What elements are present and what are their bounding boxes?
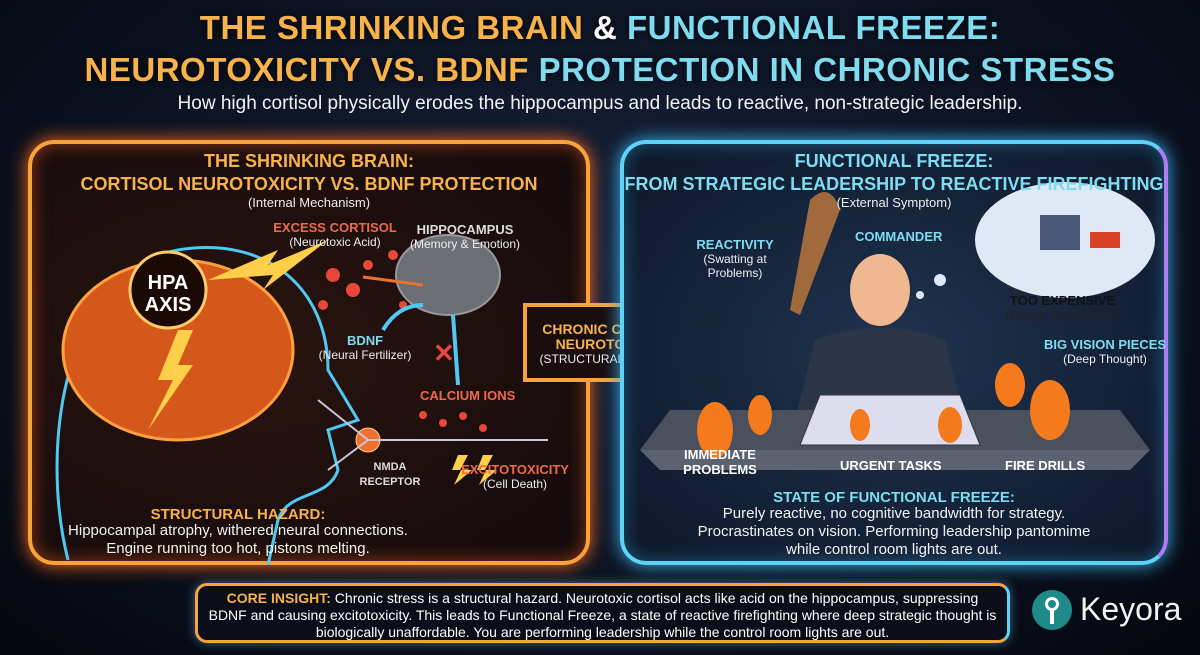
commander-illustration: [640, 182, 1155, 470]
title-part: THE SHRINKING BRAIN: [199, 9, 584, 46]
sublabel: (Swatting at: [703, 252, 767, 266]
key-icon: [1032, 590, 1072, 630]
fire-drills-label: FIRE DRILLS: [1005, 458, 1086, 473]
excess-cortisol-label: EXCESS CORTISOL(Neurotoxic Acid): [270, 220, 400, 249]
structural-hazard: STRUCTURAL HAZARD:Hippocampal atrophy, w…: [28, 507, 448, 558]
puzzle-piece-icon: [1040, 215, 1080, 250]
keyora-logo: Keyora: [1080, 591, 1182, 627]
title-line: FUNCTIONAL FREEZE:: [794, 151, 994, 171]
spark-icons: [452, 455, 497, 485]
label-line: PROBLEMS: [683, 462, 757, 477]
lightning-icon: [208, 240, 328, 290]
main-title-line1: THE SHRINKING BRAIN & FUNCTIONAL FREEZE:: [0, 8, 1200, 48]
label: EXCITOTOXICITY: [461, 462, 569, 477]
bdnf-label: BDNF(Neural Fertilizer): [310, 333, 420, 362]
neuron-branches: [317, 399, 548, 471]
state-title: STATE OF FUNCTIONAL FREEZE:: [773, 489, 1015, 506]
paddle-icon: [790, 192, 840, 315]
sublabel: (Deep Thought): [1063, 352, 1147, 366]
main-title-line2: NEUROTOXICITY VS. BDNF PROTECTION IN CHR…: [0, 50, 1200, 90]
label: TOO EXPENSIVE: [1009, 293, 1116, 308]
state-text: Procrastinates on vision. Performing lea…: [697, 523, 1091, 540]
title-part: &: [592, 9, 618, 46]
title-line: FROM STRATEGIC LEADERSHIP TO REACTIVE FI…: [624, 174, 1164, 194]
label: REACTIVITY: [696, 237, 774, 252]
blocked-arrow: [451, 314, 460, 386]
nmda-receptor-label: NMDA RECEPTOR: [350, 460, 430, 490]
too-expensive-label: TOO EXPENSIVE(Energy Expenditure): [1000, 293, 1125, 322]
sublabel: (Memory & Emotion): [409, 237, 521, 251]
commander-label: COMMANDER: [855, 229, 943, 244]
hippocampus-label: HIPPOCAMPUS(Memory & Emotion): [405, 222, 525, 251]
label-line: NMDA: [373, 461, 407, 473]
title-part: FUNCTIONAL FREEZE:: [626, 9, 1001, 46]
label: HIPPOCAMPUS: [416, 222, 514, 237]
right-panel-title: FUNCTIONAL FREEZE: FROM STRATEGIC LEADERS…: [620, 150, 1168, 196]
label: BIG VISION PIECES: [1043, 337, 1167, 352]
title-part: NEUROTOXICITY VS. BDNF: [84, 51, 529, 88]
hpa-circle: [128, 250, 208, 330]
commander-head: [850, 254, 910, 326]
hippocampus-brain: [395, 234, 501, 316]
state-text: while control room lights are out.: [786, 541, 1002, 558]
title-part: PROTECTION IN CHRONIC STRESS: [538, 51, 1116, 88]
calcium-ions-label: CALCIUM IONS: [420, 388, 516, 403]
excitotoxicity-label: EXCITOTOXICITY(Cell Death): [460, 462, 570, 491]
core-insight-box: CORE INSIGHT: Chronic stress is a struct…: [195, 583, 1010, 643]
hazard-text: Hippocampal atrophy, withered neural con…: [68, 522, 408, 539]
label-line: HPA: [147, 272, 189, 294]
sublabel: (Energy Expenditure): [1005, 308, 1120, 322]
sublabel: Problems): [707, 266, 763, 280]
label: EXCESS CORTISOL: [273, 220, 397, 235]
label-line: AXIS: [144, 294, 192, 316]
hazard-text: Engine running too hot, pistons melting.: [106, 540, 370, 557]
label-line: IMMEDIATE: [684, 447, 756, 462]
left-panel-title: THE SHRINKING BRAIN: CORTISOL NEUROTOXICI…: [28, 150, 590, 196]
hazard-title: STRUCTURAL HAZARD:: [150, 506, 326, 523]
subtitle: How high cortisol physically erodes the …: [177, 93, 1023, 114]
big-vision-label: BIG VISION PIECES(Deep Thought): [1040, 337, 1170, 366]
chessboard: [799, 394, 981, 446]
urgent-tasks-label: URGENT TASKS: [840, 458, 942, 473]
sublabel: (Cell Death): [482, 477, 548, 491]
lightning-icon: [148, 330, 193, 430]
right-panel-subtitle: (External Symptom): [836, 195, 952, 210]
insight-text: Chronic stress is a structural hazard. N…: [208, 590, 997, 640]
fire-icons: [697, 363, 1070, 458]
x-mark-icon: ✕: [433, 338, 455, 368]
sublabel: (Neural Fertilizer): [318, 348, 412, 362]
left-panel-subtitle: (Internal Mechanism): [247, 195, 371, 210]
state-of-freeze: STATE OF FUNCTIONAL FREEZE:Purely reacti…: [620, 490, 1168, 559]
state-text: Purely reactive, no cognitive bandwidth …: [722, 505, 1066, 522]
arrow: [362, 275, 424, 287]
desk-top: [640, 450, 1150, 470]
label: BDNF: [346, 333, 384, 348]
label-line: RECEPTOR: [359, 476, 421, 488]
sublabel: (Neurotoxic Acid): [289, 235, 381, 249]
head-outline: [55, 246, 361, 565]
brain-illustration: ✕: [55, 234, 548, 565]
bdnf-arrow: [381, 303, 424, 332]
insight-label: CORE INSIGHT:: [226, 590, 331, 606]
title-line: THE SHRINKING BRAIN:: [204, 151, 414, 171]
calcium-ions: [419, 411, 487, 432]
title-line: CORTISOL NEUROTOXICITY VS. BDNF PROTECTI…: [80, 174, 538, 194]
battery-low-icon: [1090, 232, 1120, 248]
